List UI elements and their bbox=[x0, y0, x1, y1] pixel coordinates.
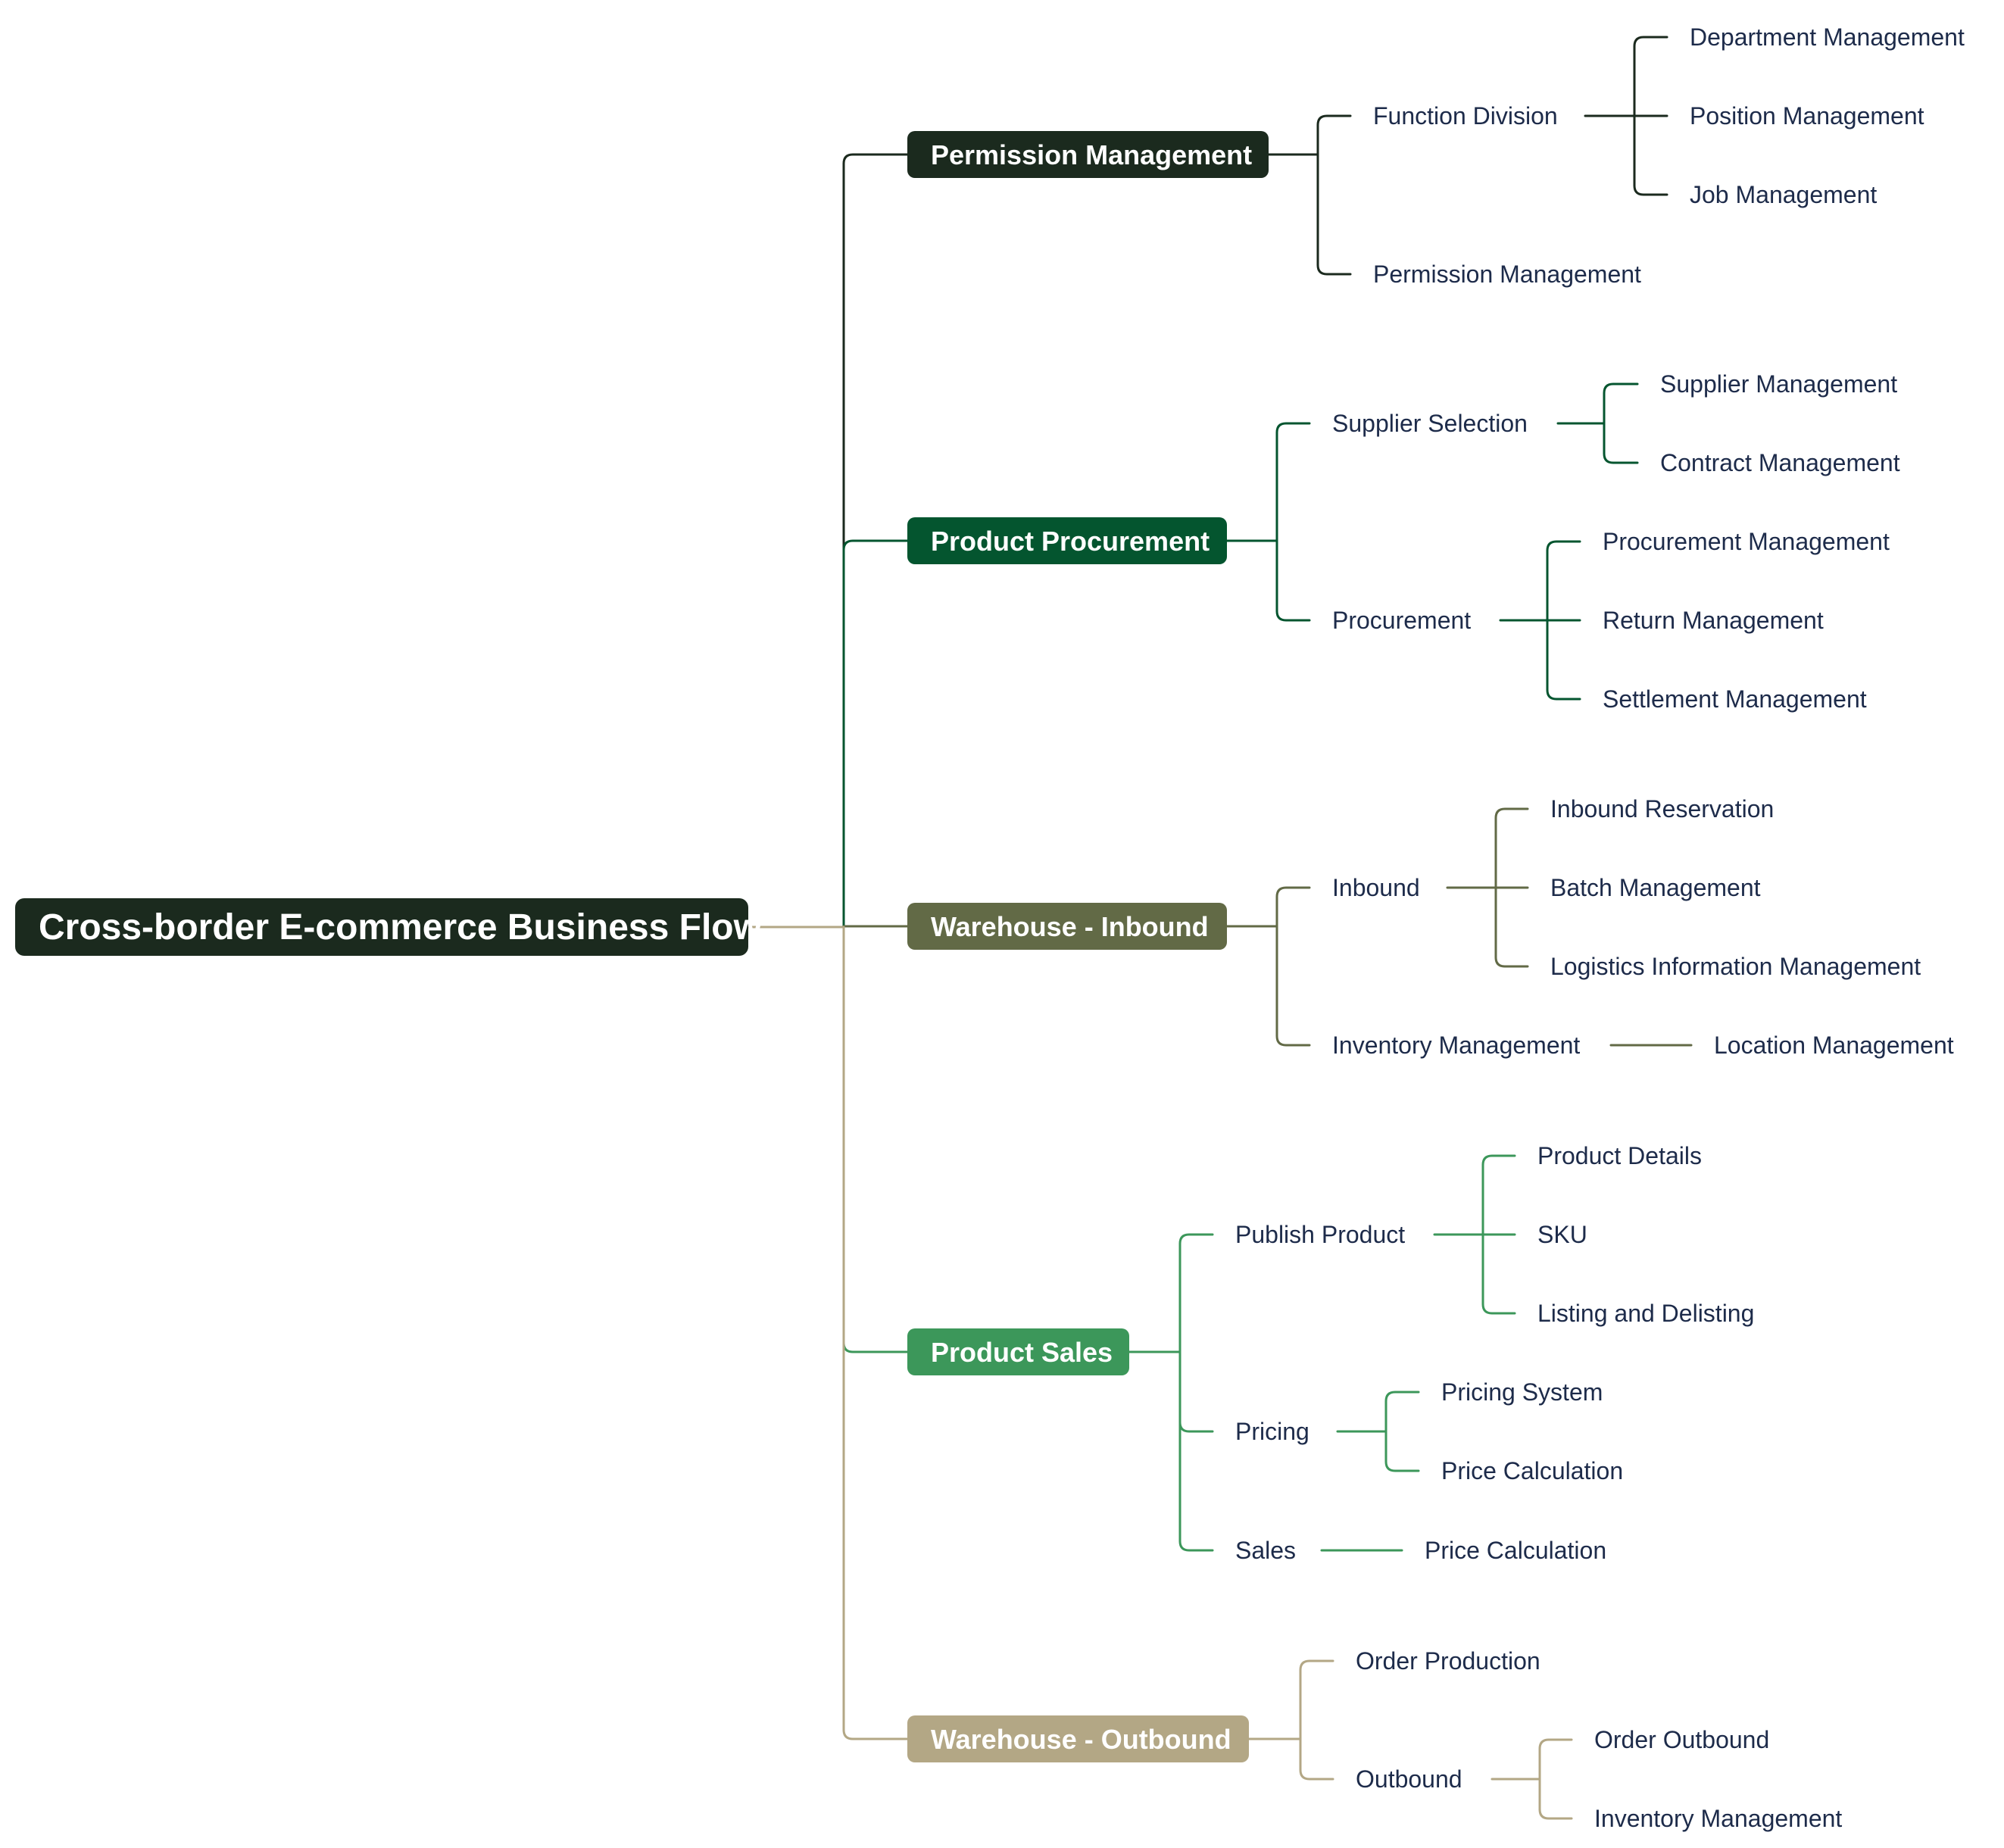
topic-inventory-management[interactable]: Inventory Management bbox=[1332, 1032, 1580, 1059]
subtopic-inventory-management[interactable]: Inventory Management bbox=[1594, 1805, 1842, 1832]
subtopic-product-details[interactable]: Product Details bbox=[1537, 1142, 1702, 1169]
branch-label: Product Procurement bbox=[931, 526, 1210, 557]
subtopic-contract-management[interactable]: Contract Management bbox=[1660, 449, 1900, 476]
subtopic-batch-management[interactable]: Batch Management bbox=[1550, 874, 1761, 901]
branch-label: Permission Management bbox=[931, 139, 1252, 170]
root-node-box bbox=[15, 898, 748, 956]
subtopic-sku[interactable]: SKU bbox=[1537, 1221, 1587, 1248]
connector-line bbox=[1299, 1737, 1334, 1781]
subtopic-price-calculation[interactable]: Price Calculation bbox=[1441, 1457, 1623, 1484]
root-node-label: Cross-border E-commerce Business Flow bbox=[39, 907, 763, 947]
connector-line bbox=[842, 926, 909, 1353]
topic-sales[interactable]: Sales bbox=[1235, 1537, 1296, 1564]
connector-line bbox=[1633, 36, 1668, 117]
branch-warehouse-outbound[interactable]: Warehouse - Outbound bbox=[907, 1715, 1249, 1762]
subtopic-location-management[interactable]: Location Management bbox=[1714, 1032, 1954, 1059]
connector-line bbox=[1538, 1738, 1573, 1781]
subtopic-job-management[interactable]: Job Management bbox=[1690, 181, 1877, 208]
topic-publish-product[interactable]: Publish Product bbox=[1235, 1221, 1405, 1248]
branch-box bbox=[907, 1328, 1129, 1375]
connector-line bbox=[1178, 1350, 1214, 1552]
branch-permission-management[interactable]: Permission Management bbox=[907, 131, 1269, 178]
connector-line bbox=[1275, 886, 1311, 928]
connector-line bbox=[1546, 619, 1581, 701]
root-node[interactable]: Cross-border E-commerce Business Flow bbox=[15, 898, 763, 956]
connector-line bbox=[1178, 1350, 1214, 1433]
connector-line bbox=[1275, 539, 1311, 622]
connector-lines bbox=[747, 36, 1693, 1820]
branch-box bbox=[907, 1715, 1249, 1762]
subtopic-order-outbound[interactable]: Order Outbound bbox=[1594, 1726, 1769, 1753]
subtopic-settlement-management[interactable]: Settlement Management bbox=[1603, 685, 1867, 713]
connector-line bbox=[1178, 1233, 1214, 1353]
connector-line bbox=[1603, 382, 1639, 425]
topic-procurement[interactable]: Procurement bbox=[1332, 607, 1471, 634]
topic-permission-management[interactable]: Permission Management bbox=[1373, 261, 1641, 288]
connector-line bbox=[1481, 1233, 1516, 1315]
topic-order-production[interactable]: Order Production bbox=[1356, 1647, 1540, 1675]
connector-line bbox=[1633, 114, 1668, 196]
connector-line bbox=[1546, 540, 1581, 622]
branch-box bbox=[907, 131, 1269, 178]
subtopic-inbound-reservation[interactable]: Inbound Reservation bbox=[1550, 795, 1774, 823]
connector-line bbox=[1494, 886, 1529, 968]
branch-product-procurement[interactable]: Product Procurement bbox=[907, 517, 1227, 564]
branch-box bbox=[907, 903, 1227, 950]
connector-line bbox=[1538, 1778, 1573, 1820]
subtopic-department-management[interactable]: Department Management bbox=[1690, 23, 1965, 51]
branch-product-sales[interactable]: Product Sales bbox=[907, 1328, 1129, 1375]
topic-outbound[interactable]: Outbound bbox=[1356, 1765, 1462, 1793]
topic-inbound[interactable]: Inbound bbox=[1332, 874, 1420, 901]
subtopic-logistics-information-management[interactable]: Logistics Information Management bbox=[1550, 953, 1921, 980]
connector-line bbox=[1316, 114, 1352, 156]
subtopic-return-management[interactable]: Return Management bbox=[1603, 607, 1824, 634]
subtopic-position-management[interactable]: Position Management bbox=[1690, 102, 1924, 130]
topic-pricing[interactable]: Pricing bbox=[1235, 1418, 1309, 1445]
topic-function-division[interactable]: Function Division bbox=[1373, 102, 1558, 130]
subtopic-procurement-management[interactable]: Procurement Management bbox=[1603, 528, 1890, 555]
connector-line bbox=[1316, 153, 1352, 276]
subtopic-listing-and-delisting[interactable]: Listing and Delisting bbox=[1537, 1300, 1754, 1327]
connector-line bbox=[1481, 1154, 1516, 1236]
subtopic-supplier-management[interactable]: Supplier Management bbox=[1660, 370, 1897, 398]
connector-line bbox=[1275, 422, 1311, 542]
branch-label: Warehouse - Inbound bbox=[931, 911, 1209, 942]
branch-warehouse-inbound[interactable]: Warehouse - Inbound bbox=[907, 903, 1227, 950]
branch-box bbox=[907, 517, 1227, 564]
connector-line bbox=[1603, 422, 1639, 464]
connector-line bbox=[1299, 1659, 1334, 1740]
branch-label: Warehouse - Outbound bbox=[931, 1724, 1231, 1755]
subtopic-price-calculation[interactable]: Price Calculation bbox=[1425, 1537, 1606, 1564]
connector-line bbox=[1494, 807, 1529, 889]
connector-line bbox=[1384, 1430, 1420, 1472]
topic-supplier-selection[interactable]: Supplier Selection bbox=[1332, 410, 1528, 437]
connector-line bbox=[842, 926, 909, 1740]
subtopic-pricing-system[interactable]: Pricing System bbox=[1441, 1378, 1603, 1406]
connector-line bbox=[842, 539, 909, 929]
connector-line bbox=[842, 153, 909, 929]
connector-line bbox=[1275, 925, 1311, 1047]
branch-label: Product Sales bbox=[931, 1337, 1113, 1368]
connector-line bbox=[1384, 1391, 1420, 1433]
